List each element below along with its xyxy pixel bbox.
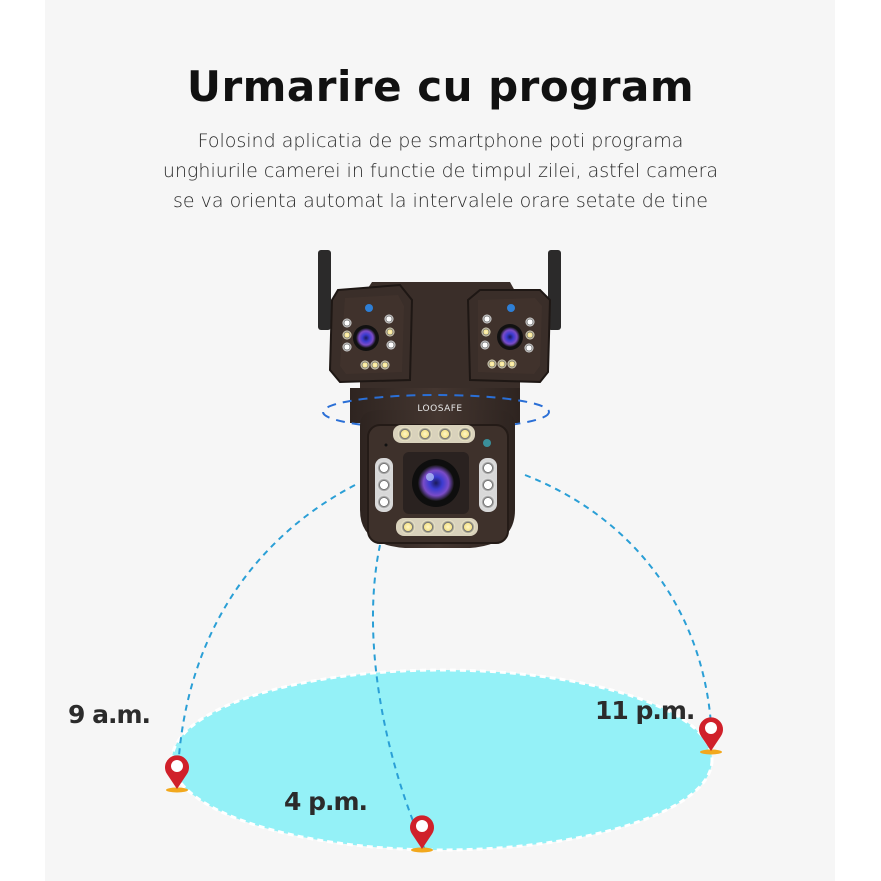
camera: LOOSAFE bbox=[318, 250, 561, 548]
brand-label: LOOSAFE bbox=[417, 404, 462, 414]
page-title: Urmarire cu program bbox=[186, 62, 695, 111]
map-pin-icon bbox=[410, 815, 434, 853]
description-line-3: se va orienta automat la intervalele ora… bbox=[173, 190, 708, 212]
pan-paths bbox=[177, 474, 713, 851]
description-line-2: unghiurile camerei in functie de timpul … bbox=[162, 160, 719, 182]
time-label-9am: 9 a.m. bbox=[68, 700, 151, 729]
description: Folosind aplicatia de pe smartphone poti… bbox=[0, 126, 881, 216]
description-line-1: Folosind aplicatia de pe smartphone poti… bbox=[197, 130, 684, 152]
time-label-4pm: 4 p.m. bbox=[284, 787, 368, 816]
time-label-11pm: 11 p.m. bbox=[595, 696, 695, 725]
map-pin-icon bbox=[699, 717, 723, 755]
map-pin-icon bbox=[165, 755, 189, 793]
